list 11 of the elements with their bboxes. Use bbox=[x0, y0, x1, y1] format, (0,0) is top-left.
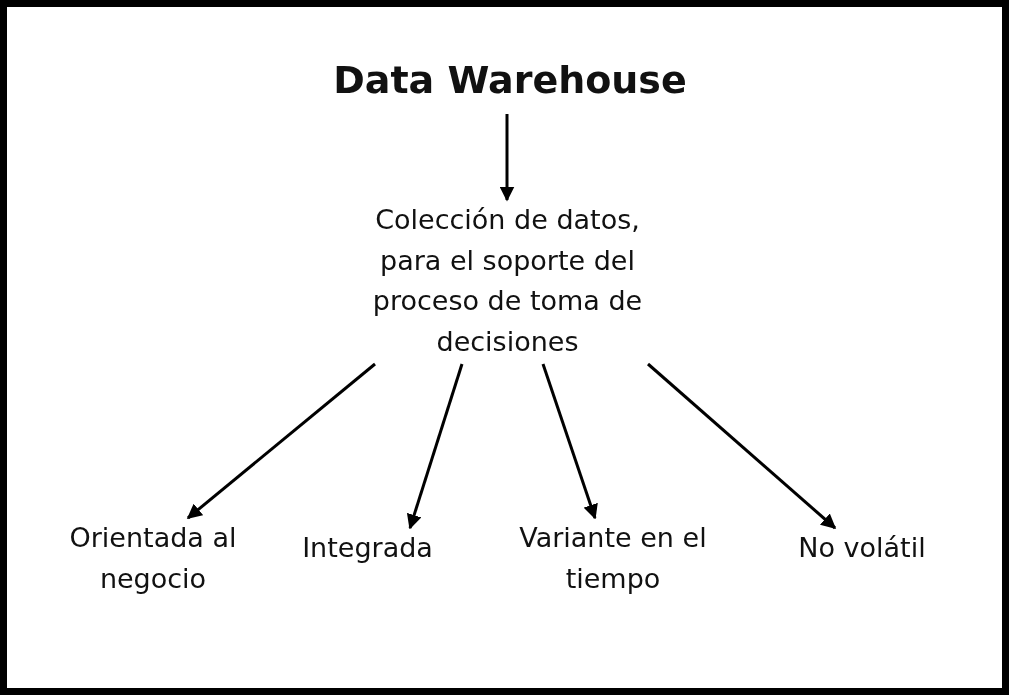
arrow bbox=[647, 362, 837, 530]
node-text: Integrada bbox=[302, 531, 433, 565]
arrow bbox=[406, 363, 464, 530]
arrow bbox=[499, 114, 515, 202]
node-text: Orientada al negocio bbox=[68, 521, 238, 596]
node-text: No volátil bbox=[798, 531, 926, 565]
heading-text: Data Warehouse bbox=[333, 58, 687, 104]
node-text: Colección de datos, para el soporte del proceso de toma de decisiones bbox=[371, 203, 644, 359]
arrow bbox=[186, 362, 376, 520]
node-text: Variante en el tiempo bbox=[518, 521, 708, 596]
arrow bbox=[541, 363, 598, 520]
